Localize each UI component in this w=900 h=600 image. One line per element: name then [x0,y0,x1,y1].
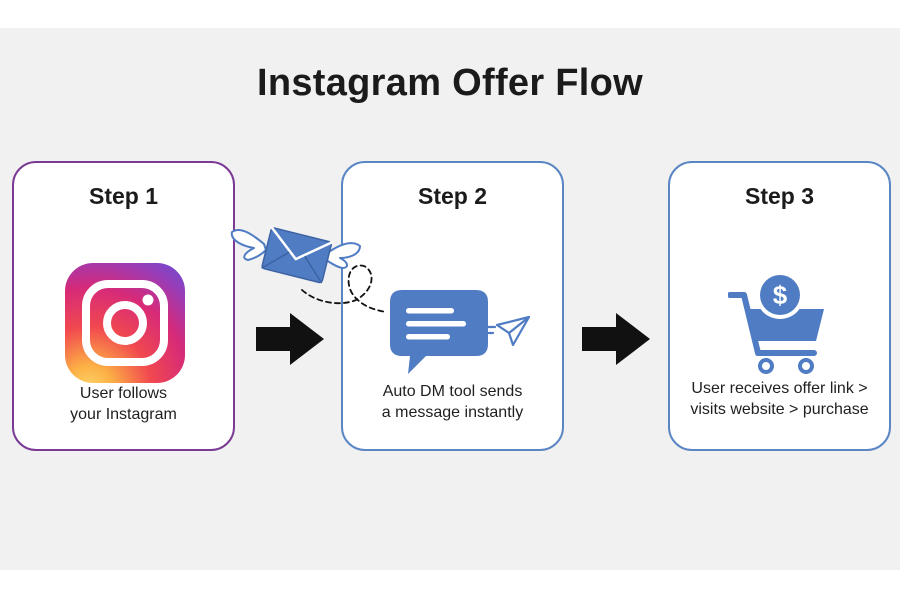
step-2-description: Auto DM tool sends a message instantly [381,383,524,421]
svg-text:$: $ [773,280,788,310]
step-3-card: Step 3 $ User receives offer link > visi… [668,161,891,451]
instagram-icon [65,263,185,383]
step-2-label: Step 2 [417,183,488,209]
step-2-card: Step 2 Auto DM tool sends a message inst… [341,161,564,451]
diagram-title: Instagram Offer Flow [256,62,644,104]
step-3-label: Step 3 [744,183,815,209]
step-1-description: User follows your Instagram [70,385,177,423]
step-3-description: User receives offer link > visits websit… [690,380,869,418]
paper-plane-icon [483,315,531,347]
step-1-card: Step 1 User follows your Instagram [12,161,235,451]
chat-bubble-icon [390,290,488,374]
shopping-cart-icon: $ [728,271,824,374]
step-1-label: Step 1 [88,183,159,209]
